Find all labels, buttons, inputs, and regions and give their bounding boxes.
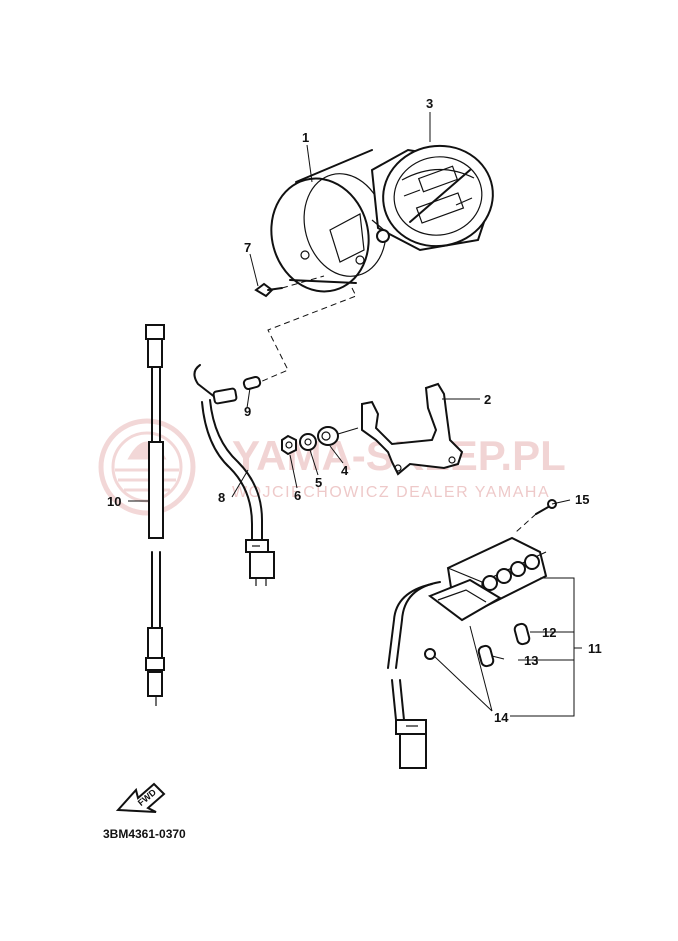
part-11-indicator-assembly — [387, 536, 548, 669]
dashline-wire — [259, 287, 357, 383]
leader-lines — [128, 112, 582, 717]
part-15-screw — [535, 499, 557, 515]
part-2-bracket — [361, 382, 464, 476]
callout-4: 4 — [341, 463, 349, 478]
part-4-grommet — [317, 426, 359, 446]
part-10-speedo-cable — [145, 324, 165, 706]
callout-14: 14 — [494, 710, 509, 725]
callout-8: 8 — [218, 490, 225, 505]
part-14-screw — [424, 648, 436, 660]
part-5-collar — [299, 433, 317, 451]
watermark-subtitle: WOJCIECHOWICZ DEALER YAMAHA — [232, 484, 550, 501]
part-3-meter-assembly — [370, 144, 494, 252]
callout-15: 15 — [575, 492, 589, 507]
part-11-connector — [391, 679, 427, 769]
diagram-code: 3BM4361-0370 — [103, 827, 186, 841]
part-7-screw — [254, 282, 283, 298]
part-8-wire-harness — [193, 364, 275, 586]
part-6-nut — [281, 434, 297, 456]
callout-labels: 1 2 3 4 5 6 7 8 9 10 11 12 13 14 15 — [107, 96, 602, 725]
callout-12: 12 — [542, 625, 556, 640]
part-13-bulb — [477, 644, 495, 668]
callout-7: 7 — [244, 240, 251, 255]
callout-9: 9 — [244, 404, 251, 419]
part-12-bulb — [513, 622, 531, 646]
callout-10: 10 — [107, 494, 121, 509]
callout-13: 13 — [524, 653, 538, 668]
callout-2: 2 — [484, 392, 491, 407]
fwd-arrow-icon: FWD — [115, 782, 166, 813]
callout-5: 5 — [315, 475, 322, 490]
part-9-bulb — [242, 375, 262, 391]
callout-6: 6 — [294, 488, 301, 503]
callout-1: 1 — [302, 130, 309, 145]
callout-3: 3 — [426, 96, 433, 111]
dashline-screw-15 — [515, 513, 537, 533]
callout-11: 11 — [588, 641, 602, 656]
dashline-screw — [281, 275, 325, 289]
part-1-meter-housing — [270, 149, 387, 293]
